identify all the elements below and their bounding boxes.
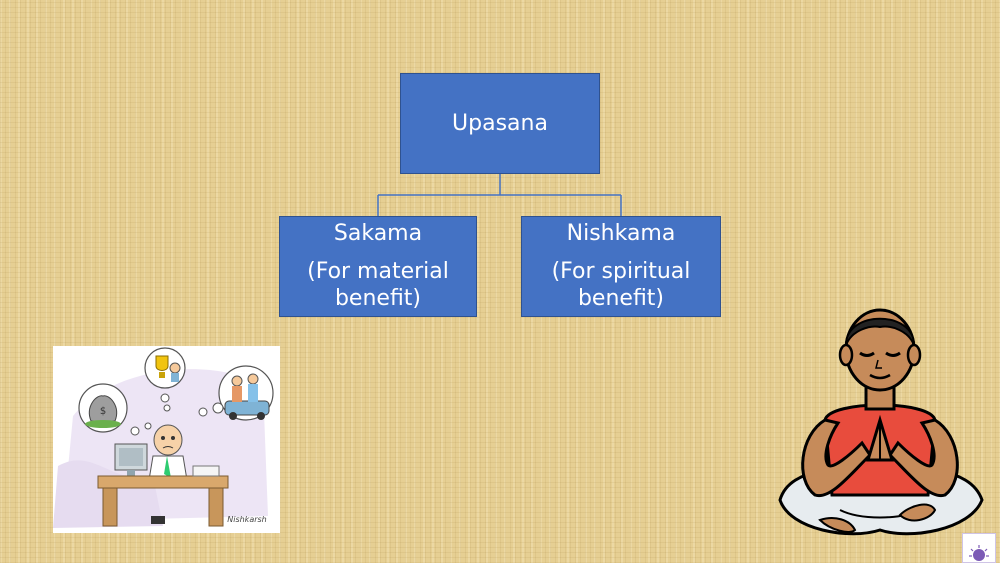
node-sakama-subtitle: (For material benefit) [307,258,449,312]
svg-text:Nishkarsh: Nishkarsh [227,515,267,524]
logo [962,533,996,563]
sun-emblem-icon [969,545,989,561]
material-desires-illustration: $ [53,346,280,533]
node-nishkama: Nishkama (For spiritual benefit) [521,216,721,317]
node-nishkama-subtitle: (For spiritual benefit) [551,258,691,312]
meditating-person-illustration [770,305,990,545]
node-sakama: Sakama (For material benefit) [279,216,477,317]
svg-text:$: $ [100,406,106,417]
node-sakama-title: Sakama [333,221,423,247]
node-upasana: Upasana [400,73,600,174]
node-nishkama-title: Nishkama [566,221,676,247]
node-upasana-label: Upasana [452,110,548,136]
